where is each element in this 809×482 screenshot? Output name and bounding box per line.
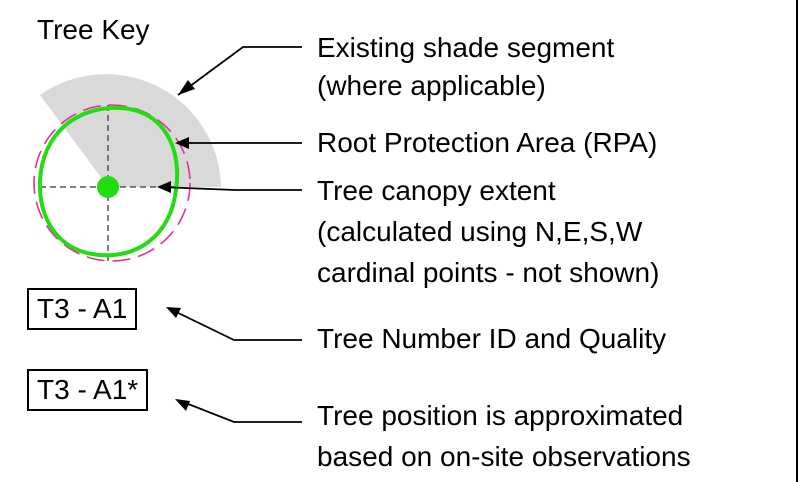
canopy-extent-symbol [37, 105, 180, 258]
label-shade-line1: Existing shade segment [317, 32, 615, 63]
arrowhead-id-quality [166, 307, 181, 318]
label-canopy-line1: Tree canopy extent [317, 175, 556, 206]
label-id-quality: Tree Number ID and Quality [317, 323, 667, 354]
label-shade-line2: (where applicable) [317, 70, 546, 101]
tree-id-box-approximated: T3 - A1* [27, 369, 149, 411]
tree-id-box-standard: T3 - A1 [27, 288, 138, 330]
shade-segment-symbol [40, 74, 221, 187]
leader-shade [177, 46, 302, 96]
label-rpa: Root Protection Area (RPA) [317, 127, 658, 158]
trunk-position-dot [97, 176, 119, 198]
label-canopy-line2: (calculated using N,E,S,W [317, 216, 643, 247]
label-canopy-line3: cardinal points - not shown) [317, 257, 660, 288]
rpa-circle-symbol [33, 104, 191, 262]
leader-canopy [159, 186, 302, 191]
label-approximated-line2: based on on-site observations [317, 441, 691, 472]
arrowhead-approximated [175, 399, 190, 411]
arrowhead-rpa [175, 137, 189, 149]
arrowhead-canopy [157, 181, 171, 193]
arrowhead-shade [178, 80, 195, 95]
key-title: Tree Key [37, 14, 150, 45]
label-approximated-line1: Tree position is approximated [317, 400, 684, 431]
leader-approximated [177, 399, 302, 423]
leader-id-quality [167, 307, 302, 341]
